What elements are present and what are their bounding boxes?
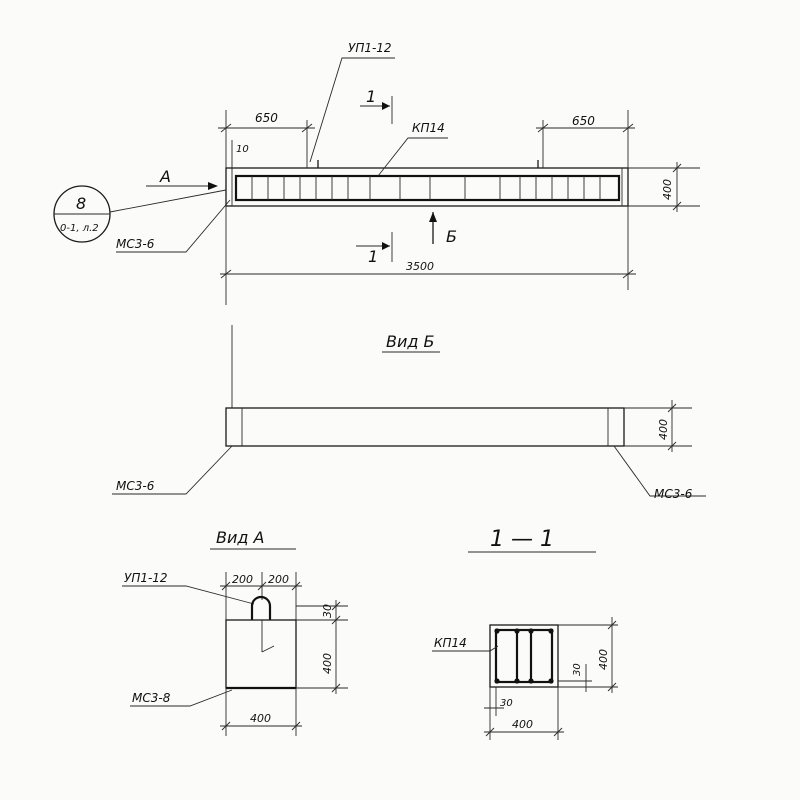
dim-400-right: 400: [661, 179, 674, 200]
dim-400-view-a: 400: [321, 653, 334, 674]
callout-ref: 0-1, л.2: [60, 223, 99, 234]
label-mc3-6-top: МС3-6: [116, 237, 155, 251]
beam-outline: [225, 167, 629, 207]
dim-400-view-a-bottom: 400: [250, 712, 271, 725]
dim-200-left: 200: [232, 573, 253, 586]
view-b-marker: Б: [446, 227, 457, 246]
dim-10: 10: [236, 144, 249, 155]
dim-400-section-width: 400: [512, 718, 533, 731]
section-mark-top: 1: [366, 87, 376, 106]
section-outline: [489, 624, 559, 688]
dim-3500: 3500: [406, 260, 434, 273]
dim-30-view-a: 30: [321, 604, 334, 618]
view-b-title: Вид Б: [386, 332, 435, 351]
section-mark-bottom: 1: [368, 247, 378, 266]
label-kp14-top: КП14: [412, 121, 445, 135]
view-a-marker: А: [159, 167, 171, 186]
section-cage: [494, 628, 554, 684]
view-b-beam: [225, 407, 625, 447]
view-a-block: [225, 619, 297, 689]
dim-650-right: 650: [572, 114, 595, 128]
section-title: 1 — 1: [490, 527, 554, 552]
label-kp14-section: КП14: [434, 636, 467, 650]
label-mc3-6-left: МС3-6: [116, 479, 155, 493]
section-1-1: 1 — 1 КП14 400 30 30 40: [432, 527, 618, 740]
view-a: Вид А УП1-12 200 200 30 400 МС3-8: [122, 528, 348, 736]
callout-number: 8: [76, 194, 86, 213]
label-up1-12-view-a: УП1-12: [124, 571, 168, 585]
dim-650-left: 650: [255, 111, 278, 125]
dim-200-right: 200: [268, 573, 289, 586]
lifting-loop: [250, 595, 272, 620]
view-b: Вид Б 400 МС3-6 МС3-6: [112, 325, 706, 501]
section-rebars: [494, 628, 554, 684]
dim-400-view-b: 400: [657, 419, 670, 440]
reinforcement-cage: [234, 174, 621, 202]
dim-400-section-height: 400: [597, 649, 610, 670]
label-up1-12-top: УП1-12: [348, 41, 392, 55]
dim-30-section-right: 30: [572, 663, 583, 676]
main-elevation: 650 650 10 400 3500 УП1-12 КП14 1: [53, 41, 700, 305]
label-mc3-8: МС3-8: [132, 691, 171, 705]
label-mc3-6-right: МС3-6: [654, 487, 693, 501]
dim-30-section-bottom: 30: [500, 698, 513, 709]
stirrups: [251, 176, 601, 200]
view-a-title: Вид А: [216, 528, 264, 547]
